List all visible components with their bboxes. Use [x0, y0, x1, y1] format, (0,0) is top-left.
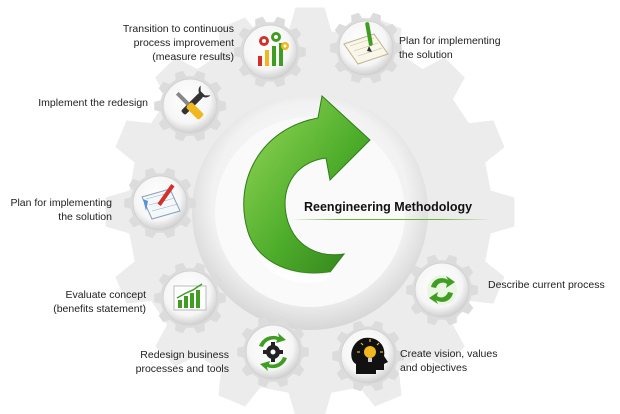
- label-describe-current-process: Describe current process: [488, 279, 605, 291]
- gears-chart-icon: [258, 32, 289, 66]
- label-plan-implementing-top: Plan for implementing the solution: [399, 35, 501, 61]
- green-cycle-arrow-icon: [243, 95, 371, 283]
- label-implement-redesign: Implement the redesign: [38, 97, 148, 109]
- gear-cycle-icon: [259, 333, 287, 371]
- blueprint-pencil-icon: [141, 184, 181, 220]
- label-plan-implementing-left: Plan for implementing the solution: [10, 197, 112, 223]
- step-knob-face-transition: [242, 24, 298, 80]
- wrench-screwdriver-icon: [175, 85, 211, 120]
- head-lightbulb-icon: [351, 337, 388, 374]
- document-pen-icon: [343, 22, 389, 65]
- diagram-title: Reengineering Methodology: [304, 200, 473, 214]
- label-create-vision: Create vision, values and objectives: [400, 348, 498, 374]
- recycle-arrows-icon: [427, 275, 457, 305]
- title-underline: [290, 219, 490, 220]
- bar-chart-icon: [173, 283, 207, 311]
- label-evaluate-concept: Evaluate concept (benefits statement): [53, 289, 146, 315]
- label-transition-continuous: Transition to continuous process improve…: [122, 23, 234, 63]
- label-redesign-business-processes: Redesign business processes and tools: [135, 349, 229, 375]
